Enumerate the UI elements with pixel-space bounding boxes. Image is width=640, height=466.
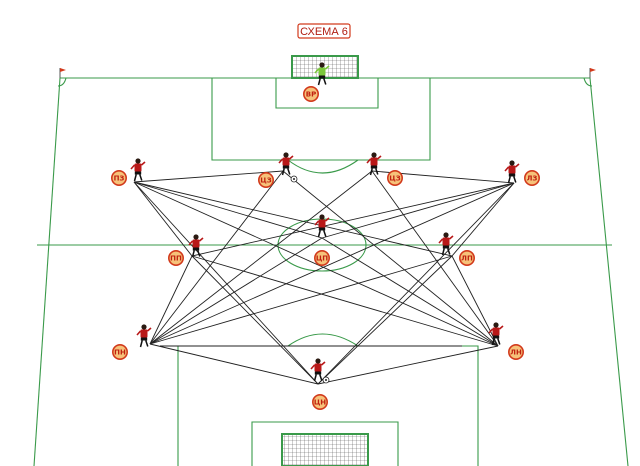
- position-label-ln: ЛН: [510, 349, 522, 357]
- bottom-goal: [281, 433, 369, 466]
- player-figure-pz: [130, 158, 146, 182]
- pass-line-pz-pp: [133, 181, 193, 257]
- player-ln: ЛН: [488, 322, 524, 360]
- position-badge-cp: [313, 250, 330, 267]
- position-badge-vr: [302, 86, 319, 103]
- position-badge-ln: [507, 343, 524, 360]
- pass-line-lp-cn: [317, 255, 453, 385]
- pass-line-czr-ln: [371, 170, 499, 347]
- pass-line-lz-lp: [451, 182, 515, 257]
- player-cn: ЦН: [310, 358, 328, 410]
- position-badge-pn: [112, 343, 129, 360]
- pass-lines: [133, 170, 515, 385]
- pass-line-lp-ln: [451, 255, 499, 347]
- player-pz: ПЗ: [111, 158, 146, 187]
- pass-line-pz-czl: [133, 170, 284, 183]
- pass-line-pp-ln: [191, 255, 499, 347]
- pass-line-ln-cn: [317, 345, 499, 385]
- bottom-penalty-arc: [287, 333, 359, 347]
- ball-near-center-back: [290, 175, 298, 183]
- left-touchline: [33, 77, 61, 466]
- bottom-goal-area: [251, 421, 399, 466]
- pass-line-cp-pn: [149, 237, 323, 345]
- pass-line-pz-cp: [133, 181, 323, 239]
- pass-line-pp-pn: [149, 255, 193, 345]
- player-figure-ln: [488, 322, 504, 346]
- position-label-pp: ПП: [170, 255, 182, 263]
- position-label-lp: ЛП: [461, 255, 473, 263]
- player-figure-cn: [310, 358, 326, 382]
- player-pp: ПП: [168, 234, 204, 267]
- position-badge-pp: [168, 250, 185, 267]
- player-vr: ВР: [302, 62, 330, 103]
- pass-line-pn-cn: [149, 343, 319, 385]
- position-label-czl: ЦЗ: [260, 177, 271, 185]
- position-label-pn: ПН: [114, 349, 126, 357]
- position-label-vr: ВР: [306, 91, 316, 99]
- position-label-pz: ПЗ: [114, 175, 125, 183]
- top-left-corner-arc: [57, 77, 67, 87]
- position-label-cp: ЦП: [316, 255, 328, 263]
- player-czr: ЦЗ: [366, 152, 403, 187]
- pass-line-cp-ln: [321, 237, 499, 347]
- pass-line-pz-lp: [133, 181, 453, 257]
- position-badge-lz: [523, 170, 540, 187]
- top-penalty-arc: [287, 159, 359, 174]
- pass-line-pz-ln: [133, 181, 499, 347]
- position-badge-lp: [458, 250, 475, 267]
- player-figure-cp: [314, 214, 330, 238]
- player-figure-pp: [188, 234, 204, 258]
- position-badge-pz: [111, 170, 128, 187]
- top-penalty-box: [211, 78, 431, 161]
- top-goal-area: [275, 78, 379, 109]
- player-lz: ЛЗ: [504, 160, 540, 187]
- corner-flag-top-right: [589, 68, 596, 78]
- pass-line-lz-pp: [191, 182, 515, 257]
- position-badge-cn: [311, 393, 328, 410]
- ball-near-striker: [322, 376, 330, 384]
- position-badge-czl: [257, 172, 274, 189]
- pitch-markings: [33, 77, 629, 466]
- pass-line-czl-pn: [149, 170, 284, 345]
- pass-line-pz-cn: [133, 181, 319, 385]
- diagram-title-text: СХЕМА 6: [300, 26, 348, 38]
- pass-line-czr-pn: [149, 170, 373, 345]
- position-label-lz: ЛЗ: [527, 175, 538, 183]
- player-cp: ЦП: [313, 214, 330, 267]
- player-czl: ЦЗ: [257, 152, 294, 189]
- pass-line-pp-cn: [191, 255, 319, 385]
- position-label-cn: ЦН: [314, 399, 326, 407]
- player-pn: ПН: [112, 324, 152, 360]
- player-lp: ЛП: [438, 232, 475, 267]
- diagram-title: СХЕМА 6: [297, 23, 351, 39]
- player-figure-vr: [314, 62, 330, 86]
- player-figure-czr: [366, 152, 382, 176]
- right-touchline: [589, 77, 629, 466]
- player-figure-czl: [278, 152, 294, 176]
- player-figure-lz: [504, 160, 520, 184]
- top-right-corner-arc: [583, 77, 593, 87]
- pass-line-czl-ln: [282, 170, 499, 347]
- pass-line-lp-pn: [149, 255, 453, 345]
- player-figure-pn: [136, 324, 152, 348]
- players: ВР ЛЗ ЦЗ ЦЗ ПЗ ЛП ЦП ПП ПН ЦН ЛН: [111, 62, 540, 410]
- position-badge-czr: [386, 170, 403, 187]
- pass-line-lz-pn: [149, 182, 515, 345]
- pass-line-lz-cn: [317, 182, 515, 385]
- player-figure-lp: [438, 232, 454, 256]
- corner-flag-top-left: [59, 68, 66, 78]
- position-label-czr: ЦЗ: [389, 175, 400, 183]
- pass-line-lz-cp: [321, 182, 515, 239]
